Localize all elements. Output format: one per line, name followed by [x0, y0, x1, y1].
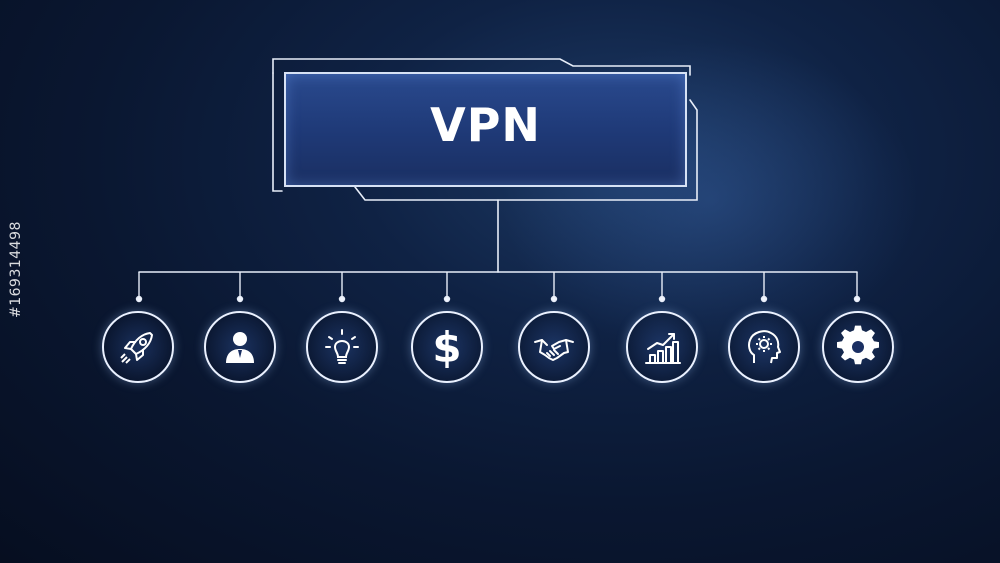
- node-dollar: $: [411, 311, 483, 383]
- businessman-icon: [226, 332, 254, 363]
- lightbulb-icon: [325, 329, 359, 364]
- node-rocket: [102, 311, 174, 383]
- node-gear: [822, 311, 894, 383]
- diagram-title: VPN: [430, 97, 541, 152]
- node-businessman: [204, 311, 276, 383]
- rocket-icon: [120, 332, 153, 364]
- node-head-gear: [728, 311, 800, 383]
- handshake-icon: [534, 339, 574, 361]
- gear-icon: [837, 325, 879, 365]
- connector-dot: [338, 295, 346, 303]
- connector-dot: [658, 295, 666, 303]
- connector-dot: [550, 295, 558, 303]
- stock-id-watermark: #169314498: [8, 221, 24, 318]
- connector-dot: [443, 295, 451, 303]
- connector-dot: [853, 295, 861, 303]
- connector-dot: [236, 295, 244, 303]
- connector-dot: [135, 295, 143, 303]
- title-box: VPN: [284, 72, 687, 187]
- node-handshake: [518, 311, 590, 383]
- head-gear-icon: [748, 330, 781, 364]
- title-frame-left: [272, 72, 283, 192]
- node-lightbulb: [306, 311, 378, 383]
- node-growth-chart: [626, 311, 698, 383]
- title-frame-bottom: [354, 99, 698, 201]
- dollar-icon: $: [432, 322, 462, 372]
- title-frame-top: [272, 58, 691, 76]
- growth-chart-icon: [645, 333, 681, 364]
- connector-dot: [760, 295, 768, 303]
